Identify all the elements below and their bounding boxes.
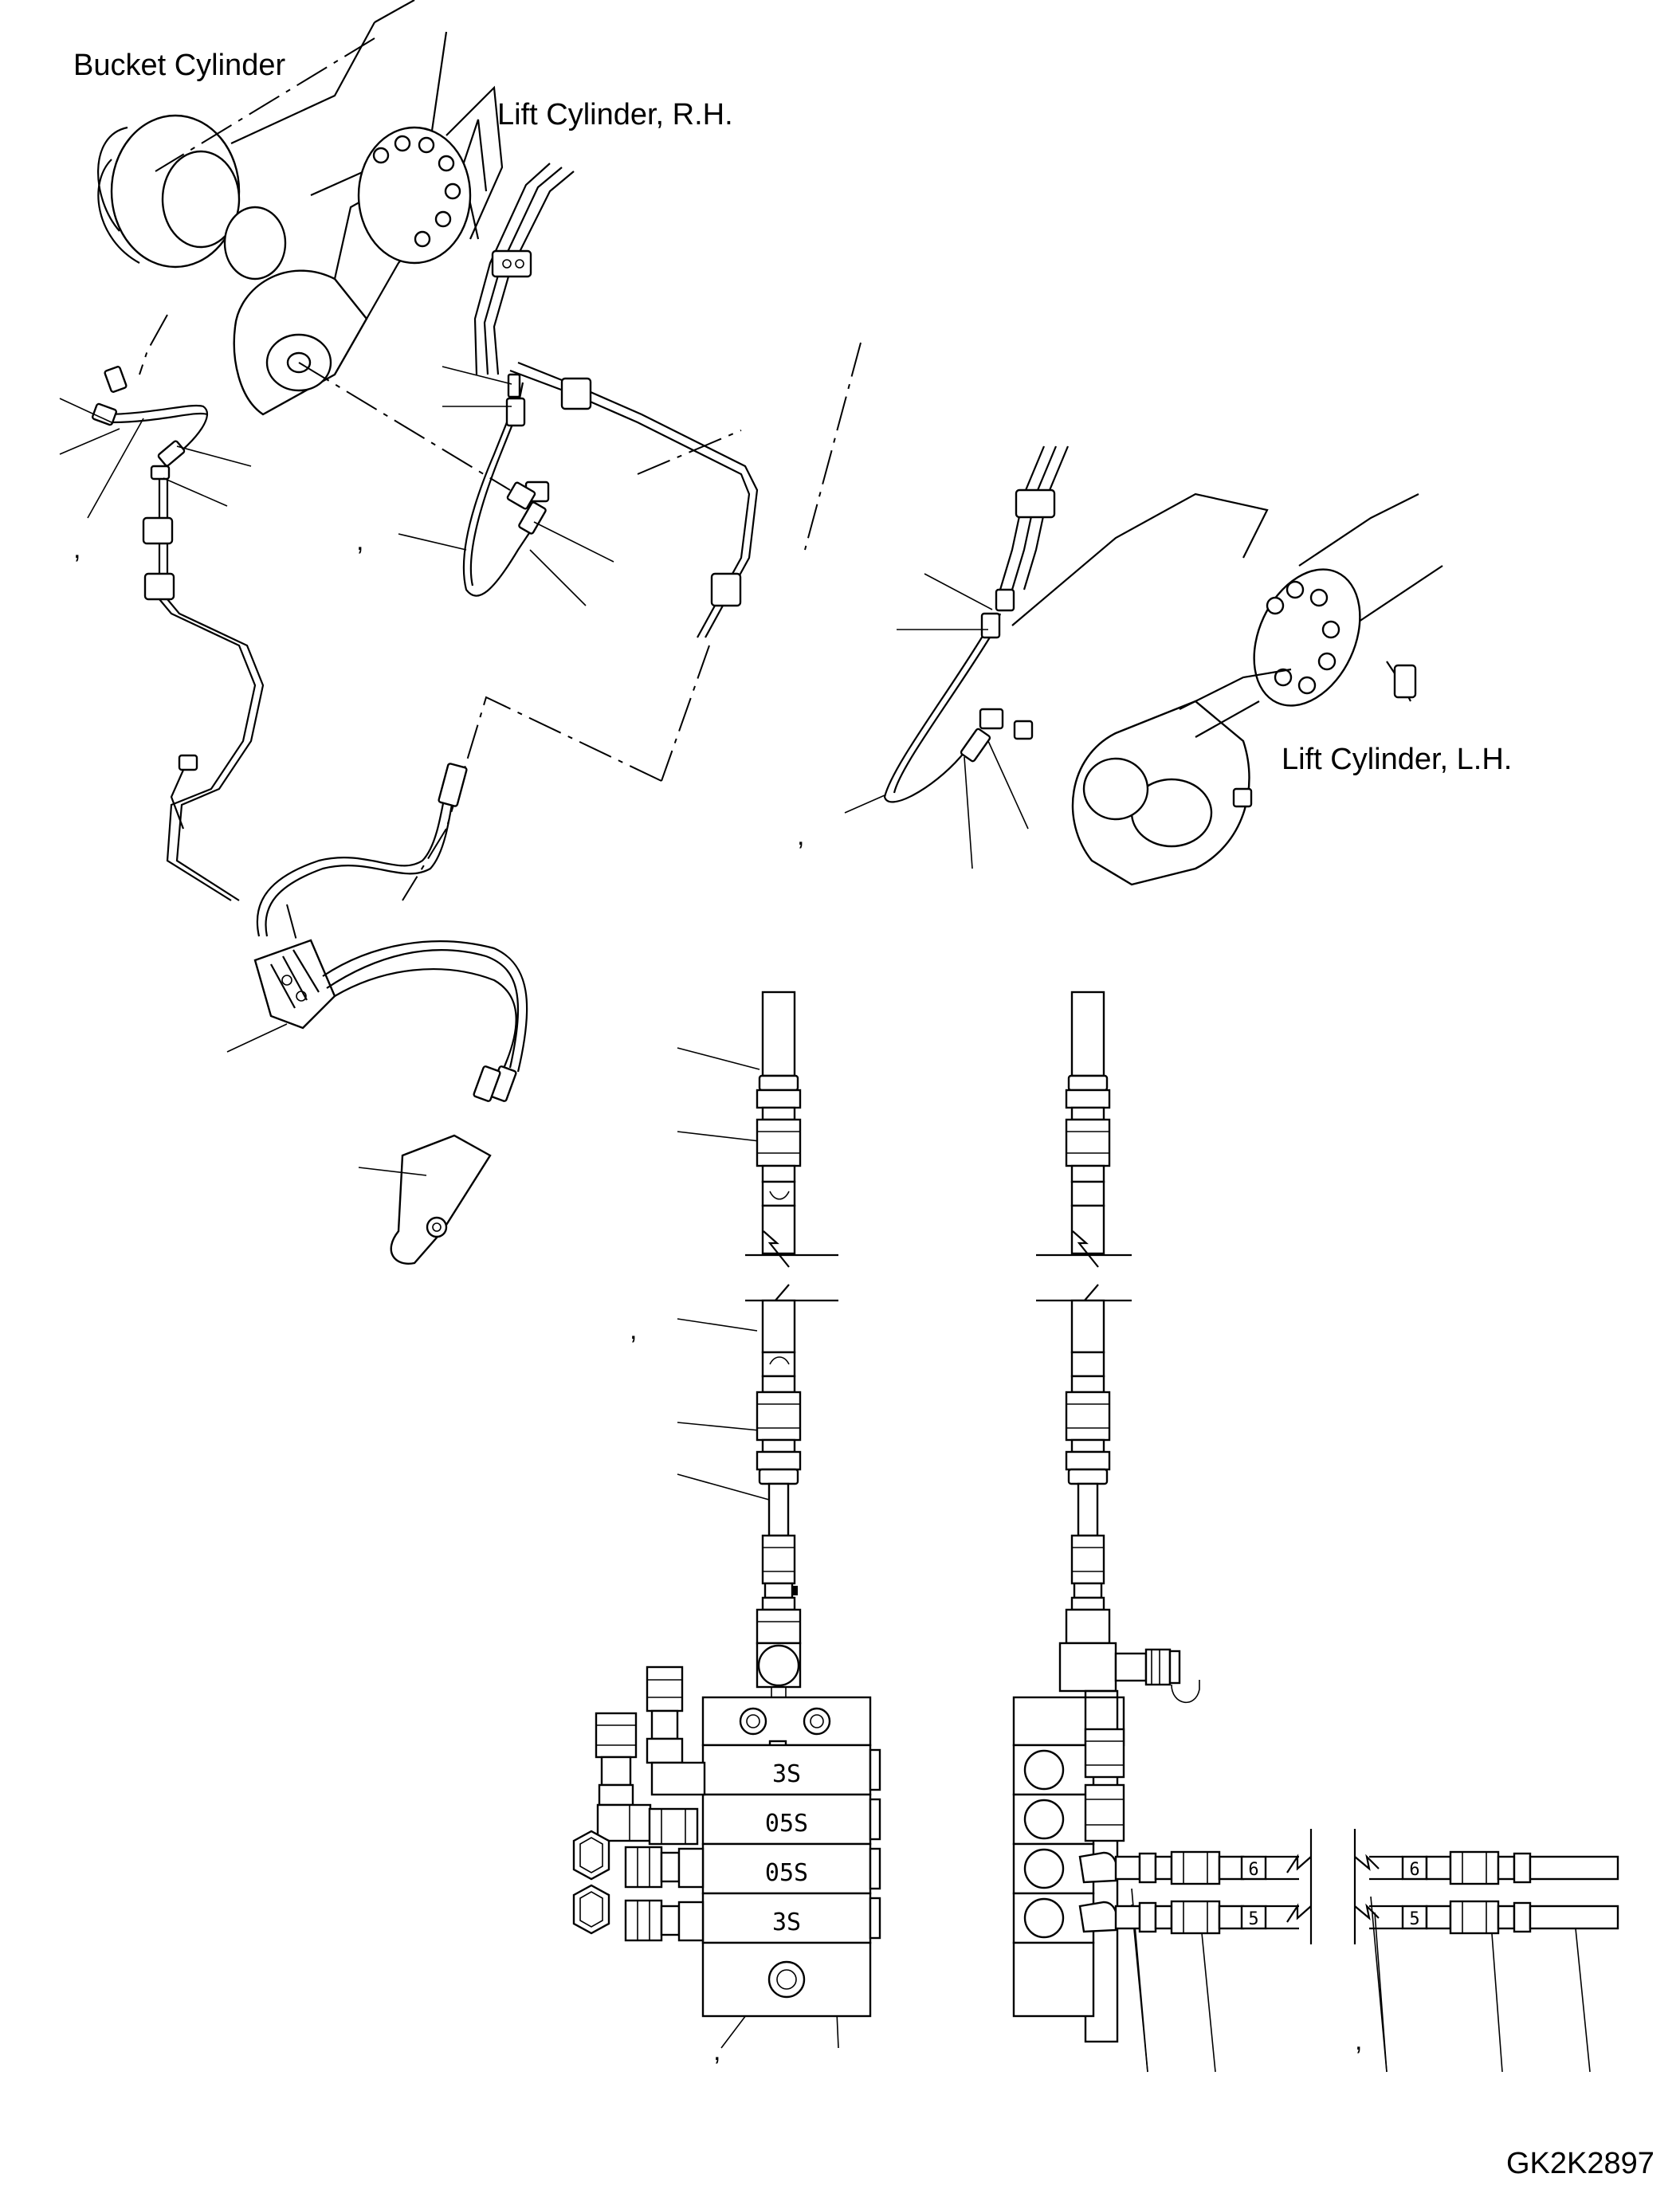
hose-tag: 6 [1409,1860,1419,1880]
valve-section-label: 3S [772,1909,801,1936]
valve-section-label: 05S [765,1859,808,1887]
distributor-block-small [253,763,528,1265]
hose-tag: 5 [1409,1909,1419,1929]
separator-mark: , [73,534,80,564]
hose-tag: 5 [1248,1909,1258,1929]
lift-cylinder-rh-label: Lift Cylinder, R.H. [497,98,733,131]
lubrication-tubes-rh [473,163,759,638]
drawing-code: GK2K2897 [1506,2147,1654,2180]
lift-hose-rh [462,373,550,597]
leader-lines [59,366,1591,2073]
detail-view-right: 6 5 6 5 [1012,991,1619,2043]
lift-hose-lh [883,445,1070,803]
separator-mark: , [797,821,804,851]
lift-cylinder-lh-assembly [1011,492,1443,886]
separator-mark: , [713,2036,720,2066]
reference-lines [139,37,862,981]
separator-mark: , [630,1315,637,1345]
separator-mark: , [1355,2026,1362,2056]
bucket-cylinder-label: Bucket Cylinder [73,49,285,82]
detail-view-left: 3S 05S 05S 3S [572,991,881,2018]
bucket-hose [92,366,265,901]
separator-mark: , [356,526,363,556]
lift-cylinder-lh-label: Lift Cylinder, L.H. [1282,743,1512,776]
valve-section-label: 05S [765,1810,808,1838]
valve-section-label: 3S [772,1760,801,1788]
hose-tag: 6 [1248,1860,1258,1880]
